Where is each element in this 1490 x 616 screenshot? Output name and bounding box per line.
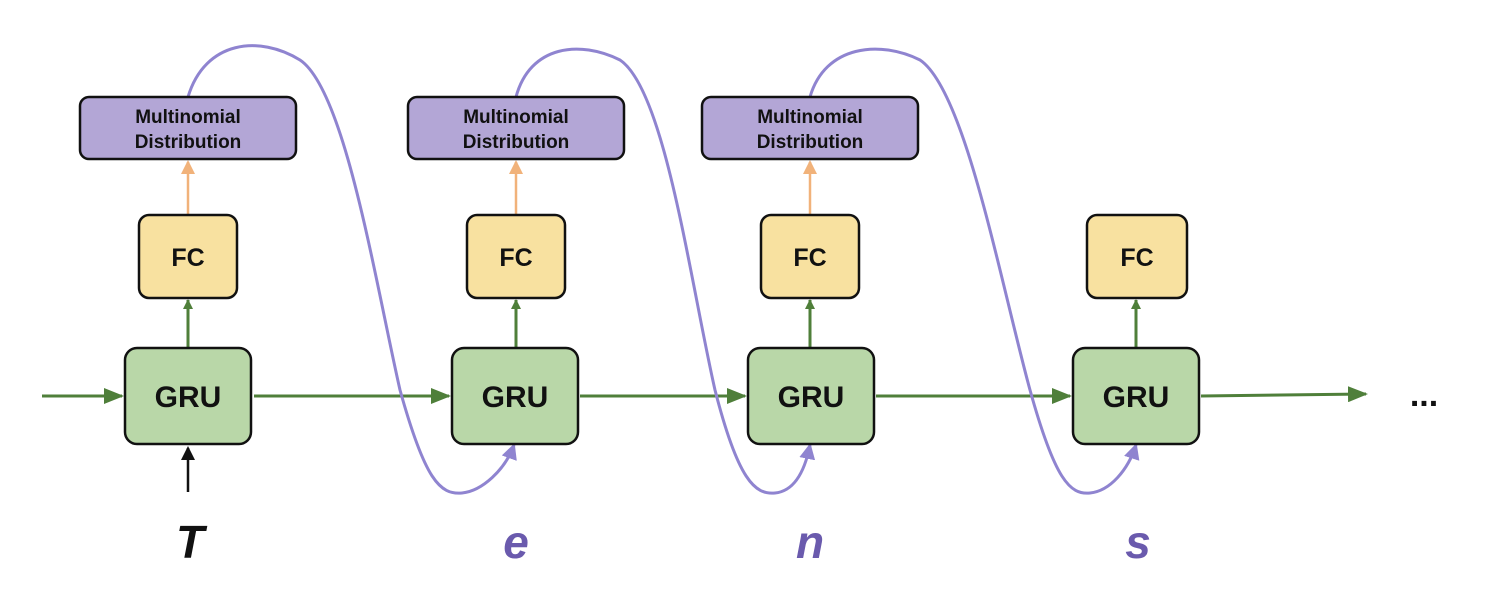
hidden-state-arrow-out [1200, 386, 1368, 403]
gru-box [450, 346, 580, 446]
step-2: Multinomial Distribution FC GRU e [406, 95, 626, 568]
dist-label-line2: Distribution [135, 132, 242, 153]
fc-label: FC [793, 244, 826, 272]
fc-to-dist-arrows [181, 160, 817, 214]
fc-box [137, 213, 239, 300]
input-token: e [503, 516, 529, 568]
input-token: n [796, 516, 824, 568]
dist-box [78, 95, 298, 161]
gru-box [123, 346, 253, 446]
fc-box [465, 213, 567, 300]
dist-label-line2: Distribution [463, 132, 570, 153]
gru-label: GRU [1103, 381, 1170, 414]
sampling-curve-3 [808, 47, 1140, 495]
dist-label-line1: Multinomial [757, 107, 863, 128]
gru-label: GRU [778, 381, 845, 414]
fc-label: FC [499, 244, 532, 272]
gru-box [746, 346, 876, 446]
dist-label-line1: Multinomial [135, 107, 241, 128]
gru-box [1071, 346, 1201, 446]
dist-box [700, 95, 920, 161]
dist-box [406, 95, 626, 161]
gru-to-fc-arrows [183, 299, 1141, 348]
sampling-curve-1 [186, 44, 517, 495]
continuation-ellipsis: ... [1410, 376, 1438, 414]
step-4: FC GRU s [1071, 213, 1201, 568]
fc-label: FC [171, 244, 204, 272]
gru-label: GRU [155, 381, 222, 414]
sampling-curve-2 [514, 47, 816, 495]
fc-label: FC [1120, 244, 1153, 272]
step-3: Multinomial Distribution FC GRU n [700, 95, 920, 568]
fc-box [1085, 213, 1189, 300]
hidden-state-arrows [42, 386, 1368, 404]
gru-label: GRU [482, 381, 549, 414]
input-token: s [1125, 516, 1151, 568]
dist-label-line1: Multinomial [463, 107, 569, 128]
sampling-curves [186, 44, 1140, 495]
fc-box [759, 213, 861, 300]
dist-label-line2: Distribution [757, 132, 864, 153]
step-1: Multinomial Distribution FC GRU T [78, 95, 298, 568]
input-token: T [176, 516, 208, 568]
